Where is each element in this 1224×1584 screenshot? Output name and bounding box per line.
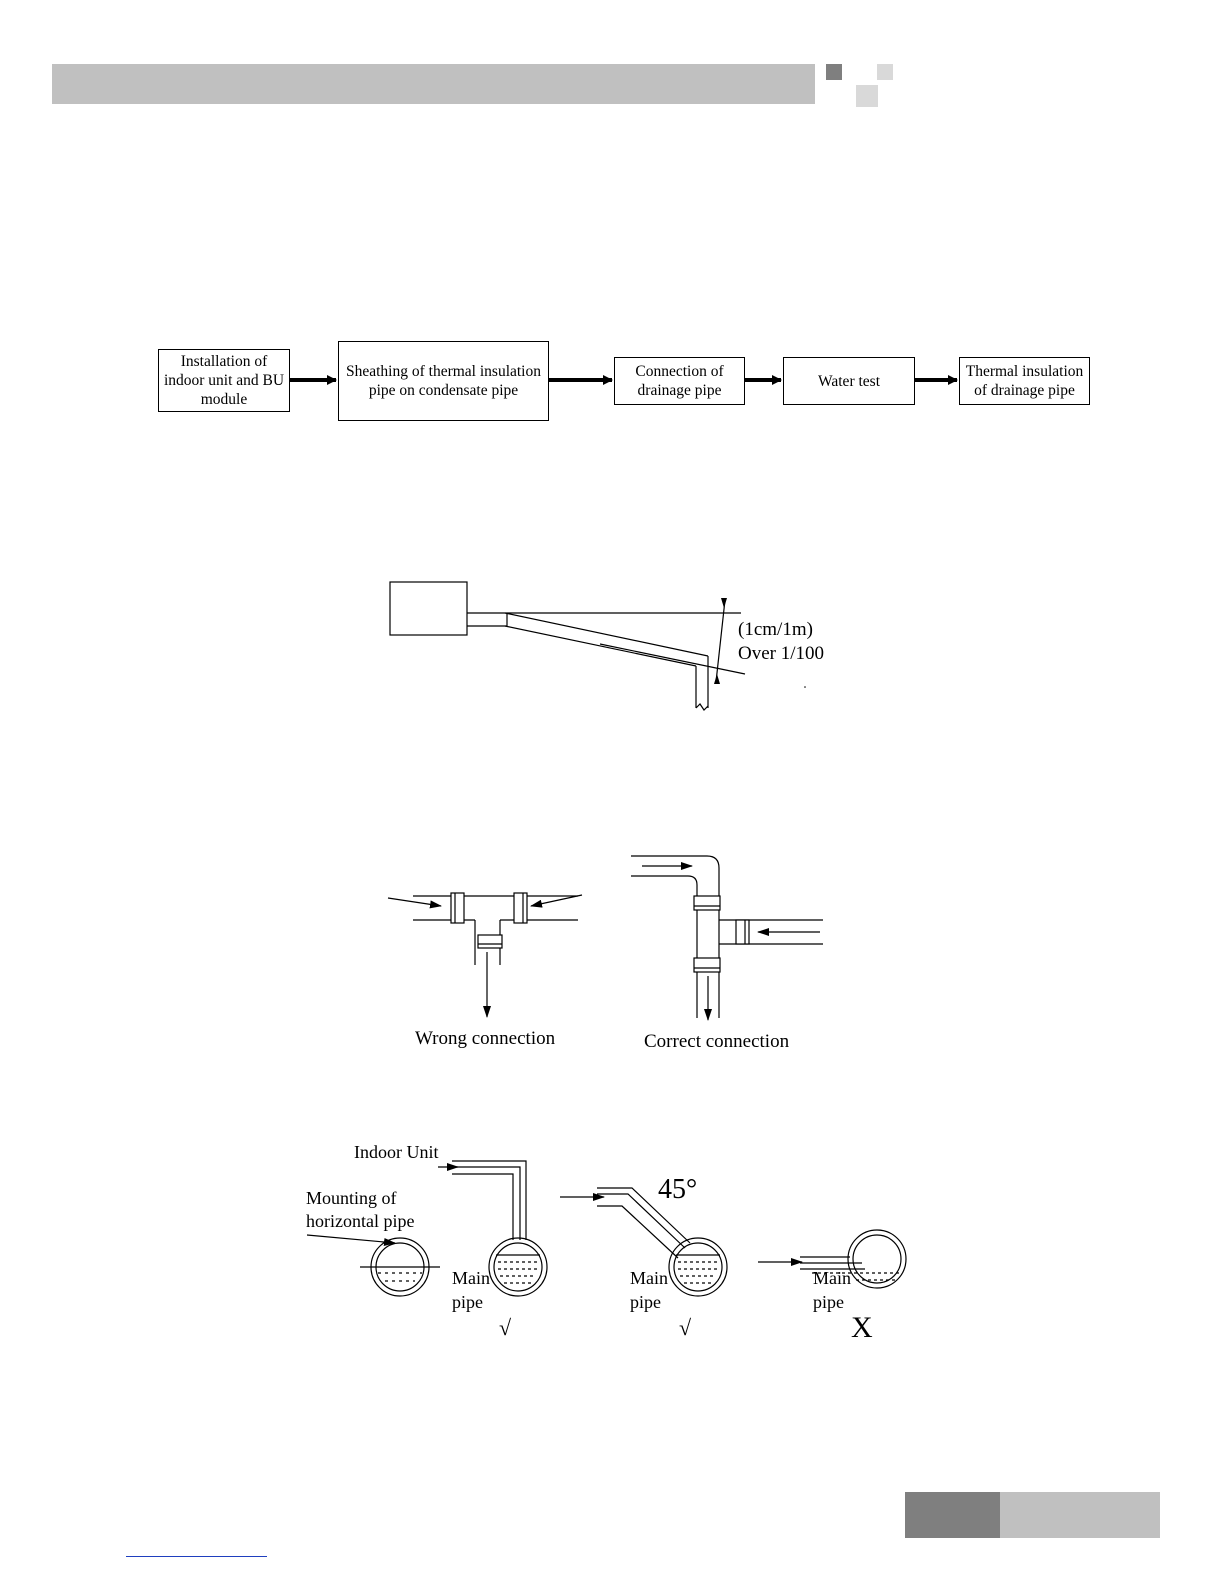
pipe-label-1: pipe bbox=[452, 1292, 483, 1312]
flow-step-label: Installation of indoor unit and BU modul… bbox=[163, 353, 285, 408]
connection-diagram: Wrong connection Correct connection bbox=[387, 855, 823, 1052]
slope-arrow-top bbox=[721, 598, 727, 608]
slope-diagram: (1cm/1m) Over 1/100 bbox=[389, 581, 824, 711]
flow-step-label: Thermal insulation of drainage pipe bbox=[965, 363, 1084, 399]
flow-step-label: Sheathing of thermal insulation pipe on … bbox=[345, 363, 541, 399]
flow-step-sheathing: Sheathing of thermal insulation pipe on … bbox=[338, 341, 549, 421]
main-pipe-figure-top bbox=[438, 1160, 548, 1297]
flow-arrows bbox=[290, 375, 958, 385]
cross-mark: X bbox=[851, 1311, 873, 1344]
header-square-dark bbox=[826, 64, 842, 80]
main-label-1: Main bbox=[452, 1268, 490, 1288]
wrong-connection-figure bbox=[387, 892, 583, 1018]
flow-step-water-test: Water test bbox=[783, 357, 915, 405]
mounting-label-line1: Mounting of bbox=[306, 1188, 397, 1208]
header-bar bbox=[52, 64, 815, 104]
main-label-3: Main bbox=[813, 1268, 851, 1288]
footer-link-underline[interactable] bbox=[126, 1556, 267, 1557]
angle-label: 45° bbox=[658, 1174, 697, 1205]
flow-step-label: Connection of drainage pipe bbox=[635, 363, 724, 399]
indoor-unit-box bbox=[389, 581, 468, 636]
slope-arrow-bottom bbox=[714, 674, 720, 684]
slope-ratio-label: (1cm/1m) bbox=[738, 619, 813, 640]
flow-step-thermal-insulation: Thermal insulation of drainage pipe bbox=[959, 357, 1090, 405]
check-mark-1: √ bbox=[499, 1315, 512, 1340]
wrong-connection-label: Wrong connection bbox=[415, 1028, 556, 1049]
header-square-light-large bbox=[856, 85, 878, 107]
pipe-label-3: pipe bbox=[813, 1292, 844, 1312]
indoor-unit-label: Indoor Unit bbox=[354, 1142, 439, 1162]
correct-connection-figure bbox=[631, 855, 823, 1021]
mounting-label-line2: horizontal pipe bbox=[306, 1211, 414, 1231]
flow-step-label: Water test bbox=[817, 372, 880, 390]
check-mark-2: √ bbox=[679, 1315, 692, 1340]
main-pipe-figure-45 bbox=[560, 1187, 728, 1297]
flow-step-installation: Installation of indoor unit and BU modul… bbox=[158, 349, 290, 412]
horizontal-pipe-figure bbox=[306, 1234, 440, 1297]
mounting-diagram: Indoor Unit Mounting of horizontal pipe … bbox=[306, 1142, 907, 1344]
pipe-label-2: pipe bbox=[630, 1292, 661, 1312]
footer-bar-light bbox=[1000, 1492, 1160, 1538]
flow-step-connection: Connection of drainage pipe bbox=[614, 357, 745, 405]
main-label-2: Main bbox=[630, 1268, 668, 1288]
main-pipe-figure-side bbox=[758, 1229, 907, 1289]
footer-bar-dark bbox=[905, 1492, 1000, 1538]
correct-connection-label: Correct connection bbox=[644, 1031, 790, 1052]
slope-value-label: Over 1/100 bbox=[738, 643, 824, 664]
header-square-light-small bbox=[877, 64, 893, 80]
